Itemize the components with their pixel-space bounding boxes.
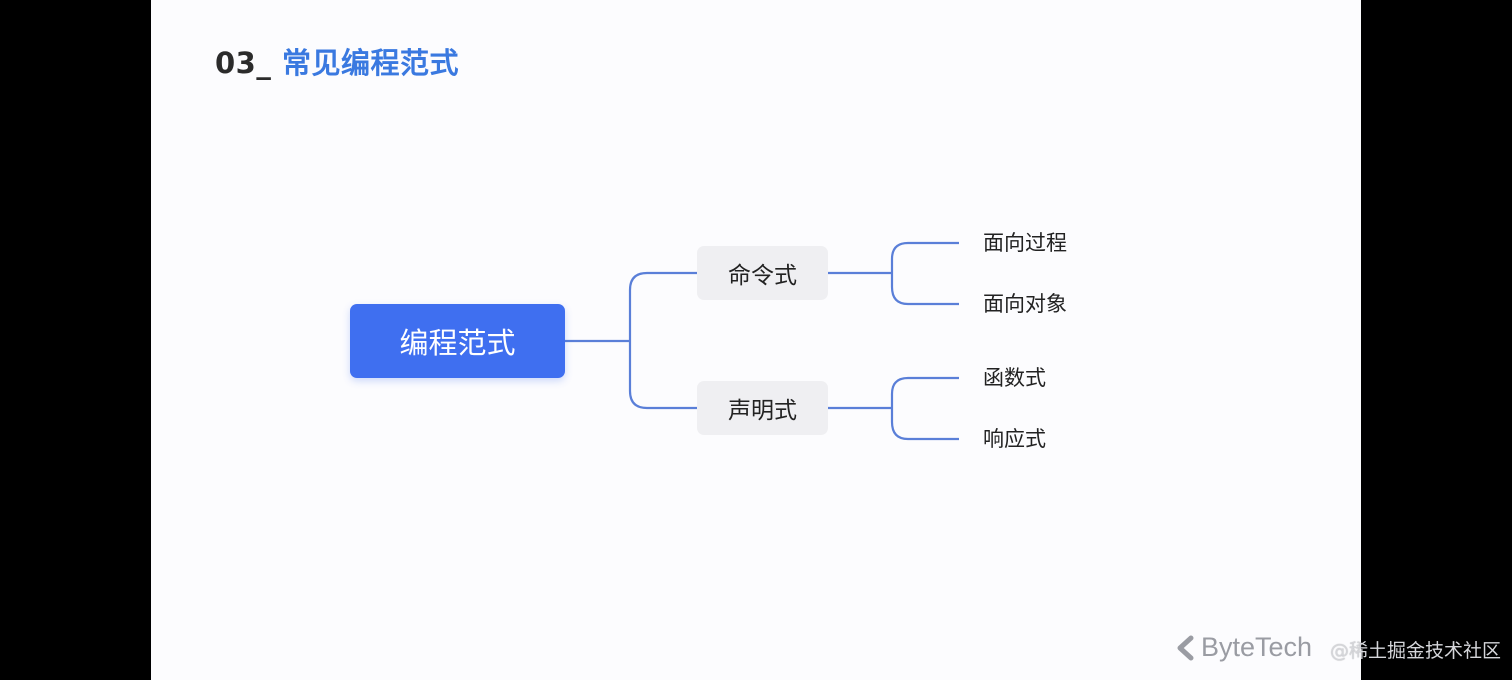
logo-text: ByteTech: [1201, 632, 1313, 662]
connector-to-reactive: [890, 408, 959, 441]
title-number: 03_: [215, 46, 272, 80]
connector-to-object-oriented: [890, 273, 959, 306]
connector-to-procedural: [890, 241, 959, 273]
title-text: 常见编程范式: [281, 46, 459, 80]
connector-root-to-declarative: [628, 341, 697, 410]
slide: 03_ 常见编程范式 编程范式 命令式 声明式 面向过程: [151, 0, 1361, 680]
connector-to-functional: [890, 376, 959, 408]
branch-node-declarative: 声明式: [697, 381, 828, 435]
slide-title: 03_ 常见编程范式: [215, 40, 459, 82]
branch-node-imperative: 命令式: [697, 246, 828, 300]
watermark-text: @稀土掘金技术社区: [1330, 640, 1502, 662]
connector-root-to-imperative: [628, 271, 697, 341]
leaf-procedural: 面向过程: [983, 231, 1067, 255]
root-label: 编程范式: [399, 326, 516, 360]
leaf-reactive: 响应式: [983, 427, 1046, 451]
bytetech-chevron-icon: [1177, 635, 1194, 660]
mindmap-connectors: [565, 241, 959, 441]
leaf-functional: 函数式: [983, 366, 1046, 390]
bytetech-logo: ByteTech: [1175, 632, 1312, 663]
leaf-object-oriented: 面向对象: [983, 292, 1067, 316]
mindmap-root-node: 编程范式: [350, 304, 565, 378]
branch-label: 命令式: [728, 263, 797, 289]
branch-label: 声明式: [728, 398, 797, 424]
